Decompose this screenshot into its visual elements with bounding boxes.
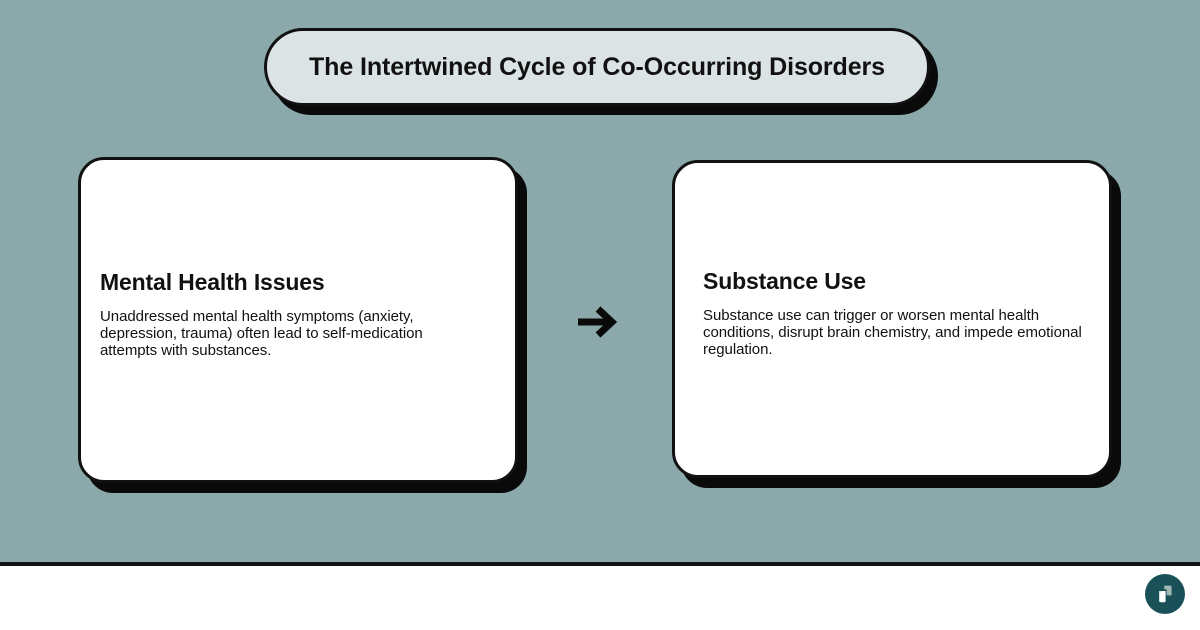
card-content: Substance Use Substance use can trigger … (703, 268, 1085, 359)
page-title: The Intertwined Cycle of Co-Occurring Di… (309, 52, 885, 81)
flow-connector (568, 298, 630, 346)
card-body: Substance use can trigger or worsen ment… (703, 307, 1082, 358)
app-logo-icon (1154, 583, 1176, 605)
arrow-right-icon (574, 302, 624, 342)
card-body: Unaddressed mental health symptoms (anxi… (100, 308, 423, 359)
flow-step-card-substance-use: Substance Use Substance use can trigger … (672, 160, 1112, 478)
page-title-pill: The Intertwined Cycle of Co-Occurring Di… (264, 28, 930, 106)
stage-divider (0, 562, 1200, 566)
footer-logo-badge[interactable] (1145, 574, 1185, 614)
flow-step-card-mental-health-issues: Mental Health Issues Unaddressed mental … (78, 157, 518, 483)
footer-bar (0, 566, 1200, 630)
card-title: Mental Health Issues (100, 268, 325, 295)
card-title: Substance Use (703, 267, 866, 294)
card-content: Mental Health Issues Unaddressed mental … (100, 269, 481, 360)
